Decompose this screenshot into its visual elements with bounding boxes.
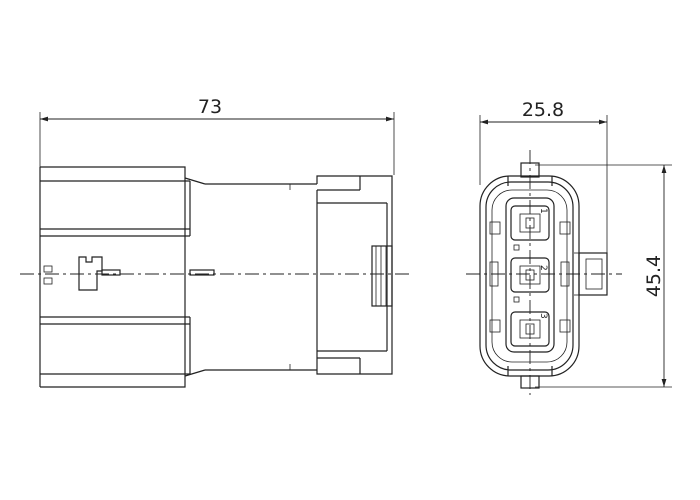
side-view: 73 xyxy=(20,96,410,388)
length-dimension-label: 73 xyxy=(198,96,222,118)
pin-number-2: 2 xyxy=(538,265,548,271)
middle-housing xyxy=(184,177,317,377)
lock-windows xyxy=(513,244,520,303)
height-dimension-label: 45.4 xyxy=(643,255,665,297)
pin-number-1: 1 xyxy=(538,208,548,214)
connector-body xyxy=(39,166,191,388)
seal-ridges xyxy=(371,245,393,307)
terminal-rod xyxy=(189,269,215,276)
front-view: 25.8 45.4 xyxy=(466,99,672,395)
pin-number-3: 3 xyxy=(538,313,548,319)
latch-clip xyxy=(43,256,121,291)
width-dimension-label: 25.8 xyxy=(522,99,564,121)
